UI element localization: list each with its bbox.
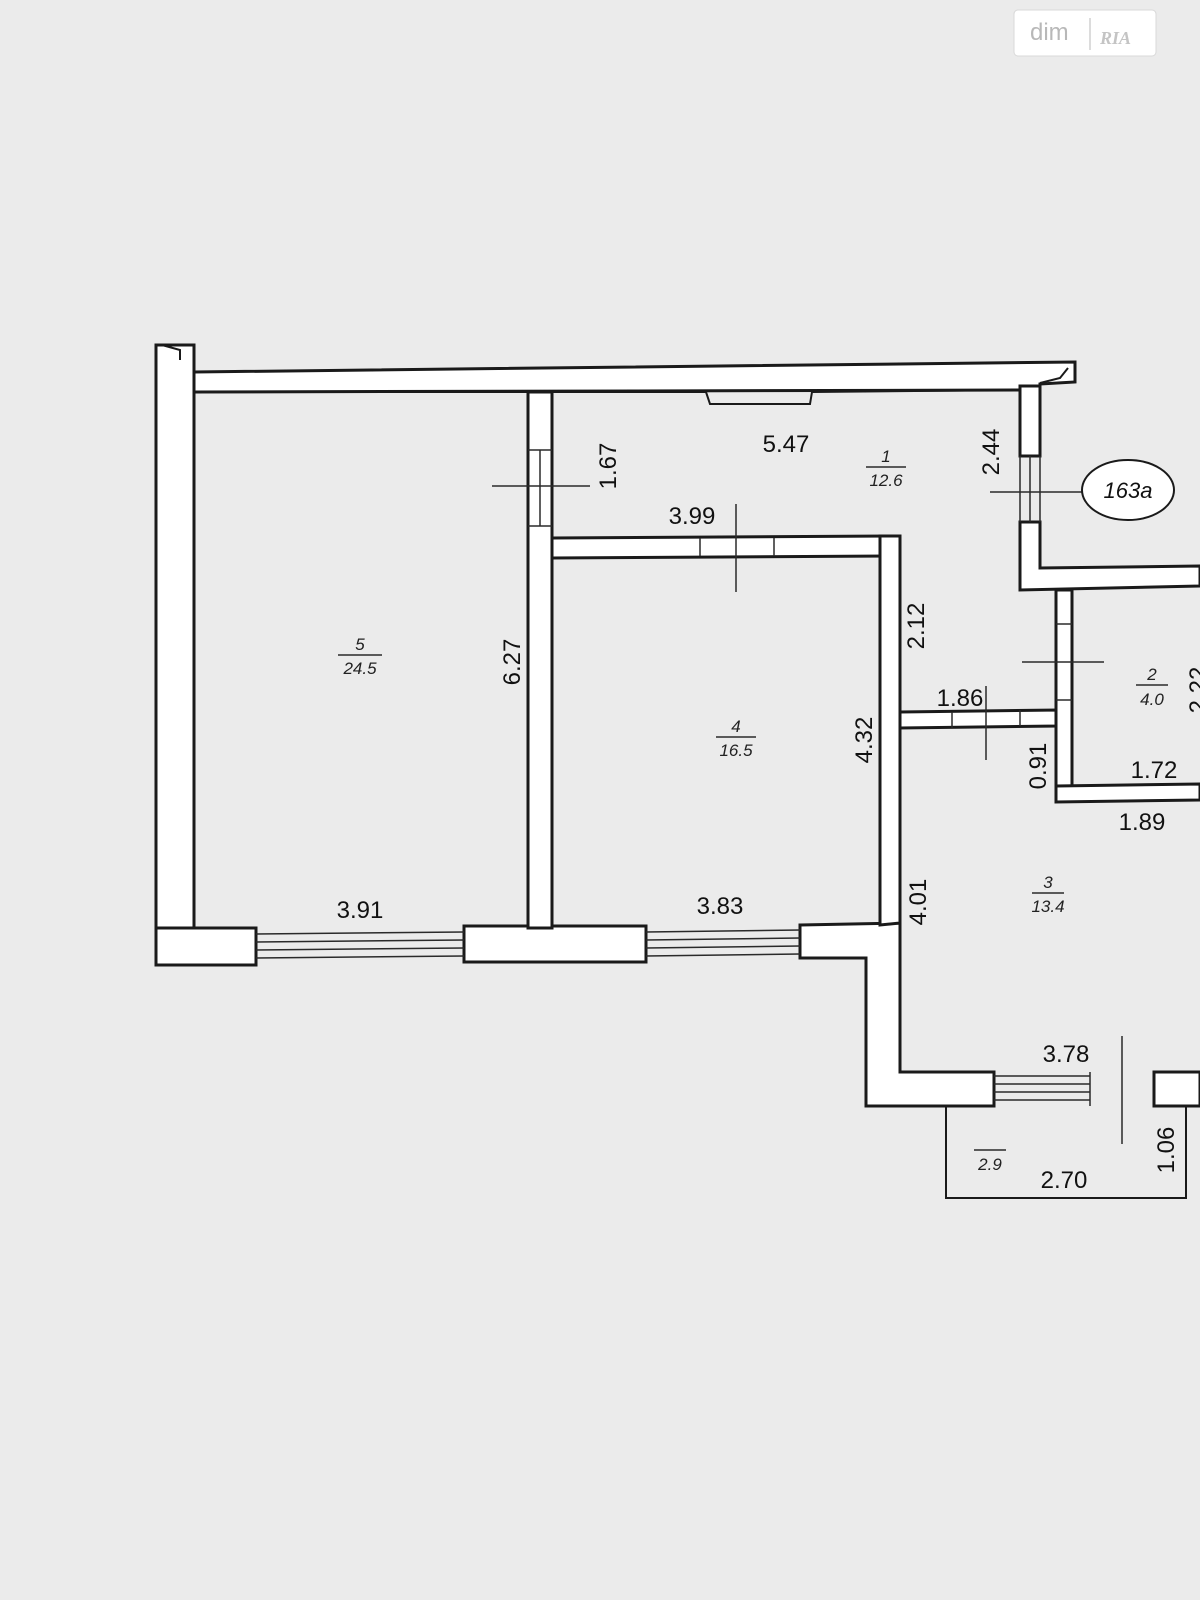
svg-text:3: 3 bbox=[1043, 873, 1053, 892]
dim-room4-top: 3.99 bbox=[669, 503, 716, 530]
svg-text:4.0: 4.0 bbox=[1140, 690, 1164, 709]
watermark-box bbox=[1013, 9, 1157, 57]
dimension-ticks bbox=[492, 485, 1123, 1144]
dim-room4-width: 3.83 bbox=[697, 893, 744, 920]
wall-left bbox=[154, 343, 196, 967]
wall-right-upper bbox=[1018, 384, 1042, 458]
dim-bath-outer: 1.89 bbox=[1119, 809, 1166, 836]
room-5-label: 5 24.5 bbox=[338, 635, 382, 678]
wall-top-inner bbox=[194, 389, 1021, 405]
wall-bottom-d bbox=[1152, 1070, 1200, 1108]
wall-bottom-c bbox=[798, 921, 996, 1108]
room-1-label: 1 12.6 bbox=[866, 447, 906, 490]
balcony-label: 2.9 bbox=[974, 1149, 1006, 1174]
windows bbox=[255, 456, 1091, 1106]
window-room3 bbox=[994, 1072, 1091, 1106]
dim-bath-bottom: 1.72 bbox=[1131, 757, 1178, 784]
dim-balcony-width: 2.70 bbox=[1041, 1167, 1088, 1194]
corner-mark-right bbox=[1039, 367, 1069, 384]
corner-mark-left bbox=[161, 344, 181, 360]
svg-text:2.9: 2.9 bbox=[977, 1155, 1002, 1174]
window-room4 bbox=[645, 929, 801, 957]
dim-room3-height: 4.01 bbox=[905, 879, 932, 926]
svg-text:12.6: 12.6 bbox=[869, 471, 903, 490]
svg-text:2: 2 bbox=[1146, 665, 1157, 684]
room-2-label: 2 4.0 bbox=[1136, 665, 1168, 709]
dim-balcony-depth: 1.06 bbox=[1153, 1127, 1180, 1174]
room-labels: 1 12.6 2 4.0 3 13.4 4 16.5 5 24.5 2.9 bbox=[338, 447, 1168, 1174]
building-tag: 163а bbox=[1081, 459, 1175, 521]
dim-top-corridor: 5.47 bbox=[763, 431, 810, 458]
dim-partial-right: 2.22 bbox=[1185, 667, 1200, 714]
partitions bbox=[526, 390, 1200, 930]
dim-door-left: 1.67 bbox=[595, 443, 622, 490]
dim-room5-height: 6.27 bbox=[499, 639, 526, 686]
dim-room5-width: 3.91 bbox=[337, 897, 384, 924]
entry-door-opening bbox=[1019, 456, 1041, 522]
partition-room4-top bbox=[550, 534, 894, 560]
dim-corridor-right: 2.44 bbox=[978, 429, 1005, 476]
watermark-ria: RIA bbox=[1099, 28, 1131, 48]
dim-corridor-mid: 2.12 bbox=[903, 603, 930, 650]
watermark-dim: dim bbox=[1030, 19, 1069, 46]
wall-bottom-b bbox=[462, 924, 648, 964]
building-tag-ellipse bbox=[1081, 459, 1175, 521]
partition-bath-bottom bbox=[1054, 782, 1200, 804]
svg-text:5: 5 bbox=[355, 635, 365, 654]
partition-bath-left bbox=[1054, 588, 1074, 792]
dimension-labels: 5.47 1.67 2.44 3.99 2.12 1.86 1.72 0.91 … bbox=[337, 429, 1200, 1194]
partition-corridor-bottom bbox=[898, 708, 1060, 730]
wall-right-lower bbox=[1018, 520, 1200, 592]
balcony-outline bbox=[945, 1106, 1187, 1199]
dim-bath-side: 0.91 bbox=[1025, 743, 1052, 790]
svg-text:4: 4 bbox=[731, 717, 740, 736]
window-room5 bbox=[255, 931, 465, 959]
dim-room3-width: 3.78 bbox=[1043, 1041, 1090, 1068]
building-tag-label: 163а bbox=[1104, 478, 1153, 503]
room-4-label: 4 16.5 bbox=[716, 717, 756, 760]
dim-corridor-bottom: 1.86 bbox=[937, 685, 984, 712]
partition-room4-right bbox=[878, 534, 902, 927]
watermark: dim RIA bbox=[1013, 9, 1157, 57]
svg-text:16.5: 16.5 bbox=[719, 741, 753, 760]
room-3-label: 3 13.4 bbox=[1031, 873, 1064, 916]
balcony bbox=[945, 1106, 1187, 1199]
svg-text:13.4: 13.4 bbox=[1031, 897, 1064, 916]
dim-room4-height: 4.32 bbox=[851, 717, 878, 764]
svg-text:24.5: 24.5 bbox=[342, 659, 377, 678]
wall-top bbox=[192, 360, 1077, 394]
svg-text:1: 1 bbox=[881, 447, 890, 466]
outer-walls bbox=[154, 343, 1200, 1108]
wall-bottom-a bbox=[154, 926, 258, 967]
